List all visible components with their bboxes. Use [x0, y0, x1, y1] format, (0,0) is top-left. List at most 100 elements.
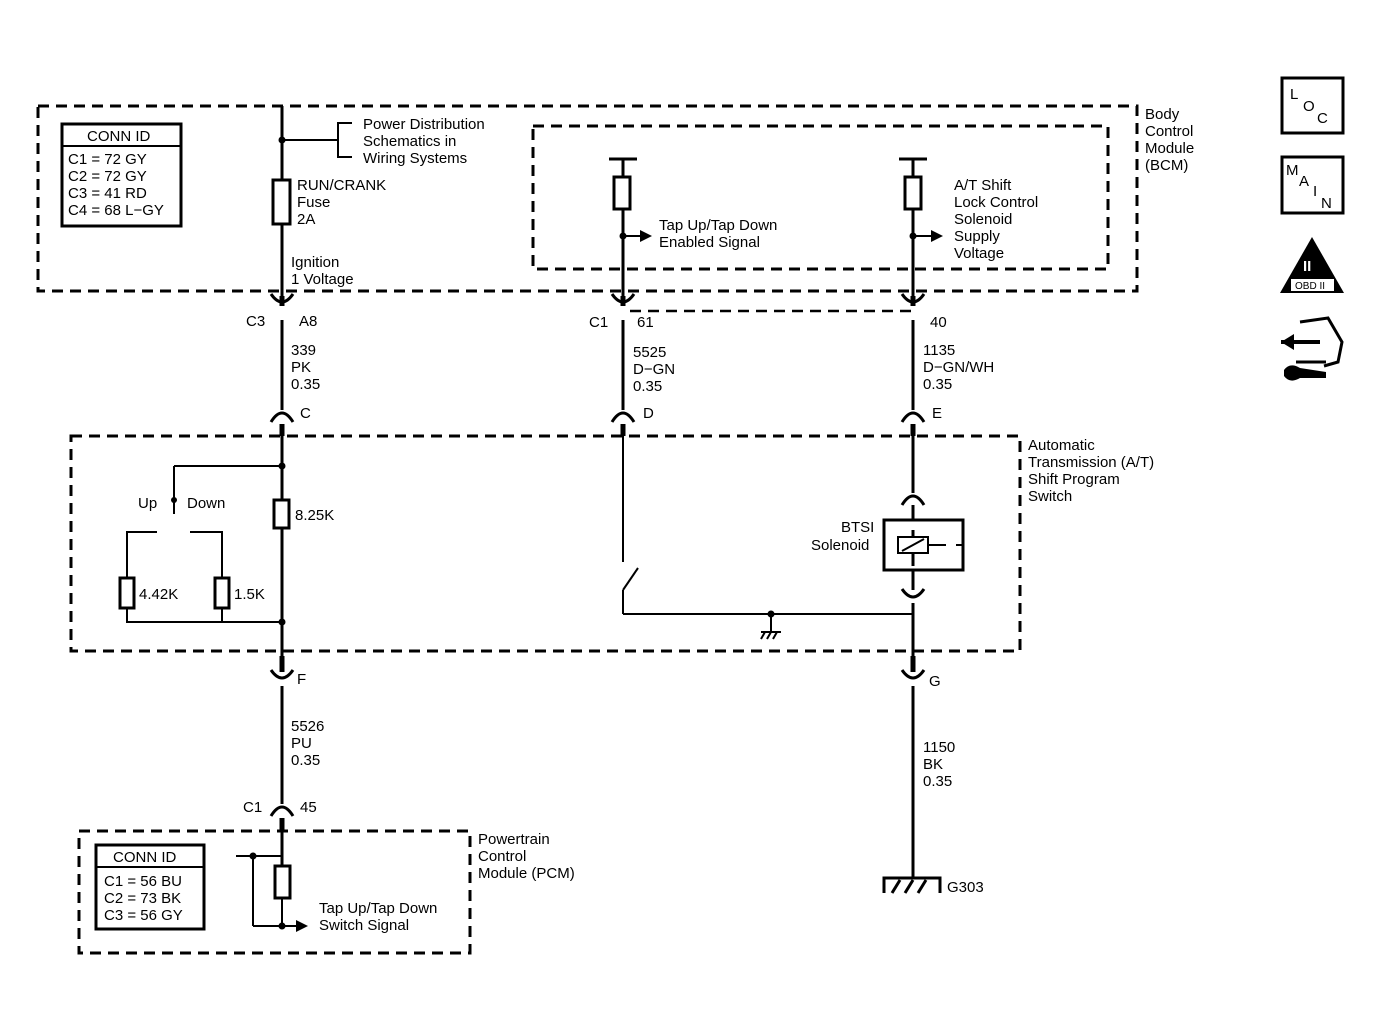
conn-c1-pcm-label: C1: [243, 799, 262, 816]
main-icon-m: M: [1286, 162, 1299, 179]
run-crank-fuse: [271, 178, 292, 226]
bcm-conn-c4: C4 = 68 L−GY: [68, 202, 164, 219]
conn-61-label: 61: [637, 314, 654, 331]
wire-1135-color: D−GN/WH: [923, 359, 994, 376]
conn-a8-label: A8: [299, 313, 317, 330]
solenoid-supply-resistor: [903, 175, 923, 211]
pcm-conn-id-table: CONN ID C1 = 56 BU C2 = 73 BK C3 = 56 GY: [94, 843, 206, 931]
wire-1150-circuit: 1150: [923, 739, 955, 756]
obd-label: OBD II: [1295, 281, 1325, 292]
supply-label-2: Lock Control: [954, 194, 1038, 211]
switch-label-1: Automatic: [1028, 437, 1095, 454]
supply-label-3: Solenoid: [954, 211, 1012, 228]
supply-label-1: A/T Shift: [954, 177, 1012, 194]
conn-c-label: C: [300, 405, 311, 422]
tap-enabled-label-1: Tap Up/Tap Down: [659, 217, 777, 234]
connector-c3-a8: C3 A8: [246, 293, 317, 330]
fuse-label-2: Fuse: [297, 194, 330, 211]
switch-label-3: Shift Program: [1028, 471, 1120, 488]
loc-icon[interactable]: L O C: [1280, 76, 1345, 135]
bcm-label-1: Body: [1145, 106, 1180, 123]
connector-repair-icon[interactable]: [1281, 316, 1344, 381]
switch-up-label: Up: [138, 495, 157, 512]
ignition-label-2: 1 Voltage: [291, 271, 354, 288]
pcm-label-2: Control: [478, 848, 526, 865]
supply-label-5: Voltage: [954, 245, 1004, 262]
bcm-conn-id-table: CONN ID C1 = 72 GY C2 = 72 GY C3 = 41 RD…: [60, 122, 183, 228]
switch-down-label: Down: [187, 495, 225, 512]
obd-ii-icon[interactable]: II OBD II: [1280, 237, 1344, 293]
conn-e-label: E: [932, 405, 942, 422]
power-ref-1: Power Distribution: [363, 116, 485, 133]
connector-e: E: [900, 405, 942, 436]
chassis-ground-icon: [760, 631, 781, 640]
bcm-label-3: Module: [1145, 140, 1194, 157]
connector-d: D: [610, 405, 654, 436]
power-ref-3: Wiring Systems: [363, 150, 467, 167]
wire-339-circuit: 339: [291, 342, 316, 359]
pcm-conn-c2: C2 = 73 BK: [104, 890, 181, 907]
main-icon[interactable]: M A I N: [1280, 155, 1345, 215]
bcm-boundary: [36, 104, 1139, 293]
shift-program-switch: Automatic Transmission (A/T) Shift Progr…: [69, 434, 1154, 653]
wire-1150-gauge: 0.35: [923, 773, 952, 790]
ignition-label-1: Ignition: [291, 254, 339, 271]
bcm-conn-title: CONN ID: [87, 128, 151, 145]
tap-switch-contact: [622, 567, 639, 591]
tap-switch-signal-1: Tap Up/Tap Down: [319, 900, 437, 917]
ground-g303: G303: [882, 876, 984, 896]
connector-40: 40: [900, 293, 947, 331]
wire-1135-gauge: 0.35: [923, 376, 952, 393]
fuse-label-1: RUN/CRANK: [297, 177, 386, 194]
bcm-conn-c3: C3 = 41 RD: [68, 185, 147, 202]
loc-icon-c: C: [1317, 110, 1328, 127]
obd-roman: II: [1303, 258, 1311, 275]
power-ref-2: Schematics in: [363, 133, 456, 150]
wire-5525-circuit: 5525: [633, 344, 666, 361]
power-ref-bracket: [337, 122, 352, 158]
wire-5526-gauge: 0.35: [291, 752, 320, 769]
tap-enabled-label-2: Enabled Signal: [659, 234, 760, 251]
pcm-boundary: [77, 829, 472, 955]
btsi-label-2: Solenoid: [811, 537, 869, 554]
bcm-conn-c2: C2 = 72 GY: [68, 168, 147, 185]
conn-c1-bcm-label: C1: [589, 314, 608, 331]
loc-icon-o: O: [1303, 98, 1315, 115]
main-icon-i: I: [1313, 183, 1317, 200]
tap-switch-signal-2: Switch Signal: [319, 917, 409, 934]
fuse-label-3: 2A: [297, 211, 315, 228]
main-icon-n: N: [1321, 195, 1332, 212]
wire-5525-gauge: 0.35: [633, 378, 662, 395]
pcm-module: Powertrain Control Module (PCM) CONN ID …: [77, 829, 575, 955]
wire-339-color: PK: [291, 359, 311, 376]
wire-1150-color: BK: [923, 756, 943, 773]
tap-enable-resistor: [612, 175, 632, 211]
switch-label-4: Switch: [1028, 488, 1072, 505]
supply-label-4: Supply: [954, 228, 1000, 245]
resistor-4-42k: [118, 576, 136, 610]
pcm-conn-title: CONN ID: [113, 849, 177, 866]
wire-5526-circuit: 5526: [291, 718, 324, 735]
conn-c3-label: C3: [246, 313, 265, 330]
pcm-label-3: Module (PCM): [478, 865, 575, 882]
ground-label: G303: [947, 879, 984, 896]
wire-5525-color: D−GN: [633, 361, 675, 378]
pcm-label-1: Powertrain: [478, 831, 550, 848]
btsi-label-1: BTSI: [841, 519, 874, 536]
pcm-conn-c3: C3 = 56 GY: [104, 907, 183, 924]
connector-c1-45: C1 45: [243, 799, 317, 830]
pcm-conn-c1: C1 = 56 BU: [104, 873, 182, 890]
conn-f-label: F: [297, 671, 306, 688]
wire-339-gauge: 0.35: [291, 376, 320, 393]
switch-label-2: Transmission (A/T): [1028, 454, 1154, 471]
resistor-1-5k-label: 1.5K: [234, 586, 265, 603]
connector-g: G: [900, 656, 941, 690]
bcm-conn-c1: C1 = 72 GY: [68, 151, 147, 168]
conn-40-label: 40: [930, 314, 947, 331]
wire-5526-color: PU: [291, 735, 312, 752]
connector-c: C: [269, 405, 311, 436]
bcm-label-4: (BCM): [1145, 157, 1188, 174]
conn-45-label: 45: [300, 799, 317, 816]
btsi-solenoid: [882, 518, 965, 572]
